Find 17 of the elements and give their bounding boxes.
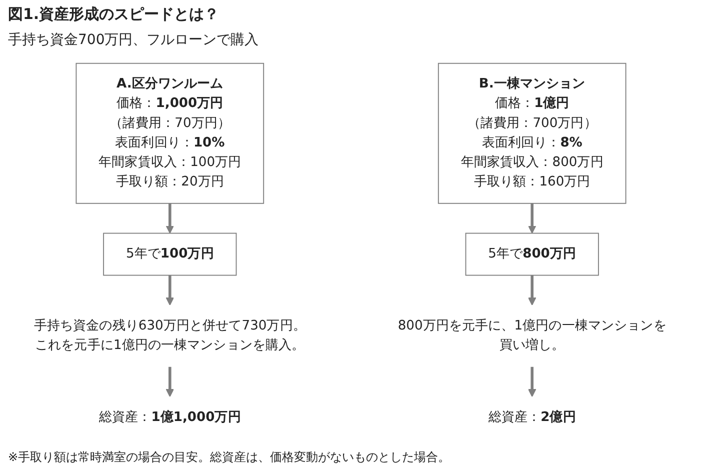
footnote-text: ※手取り額は常時満室の場合の目安。総資産は、価格変動がないものとした場合。 (8, 449, 450, 466)
node-text: 総資産：2億円 (488, 410, 576, 425)
arrow (528, 203, 536, 234)
node-text: 800万円を元手に、1億円の一棟マンションを買い増し。 (398, 318, 666, 353)
arrow (166, 203, 174, 234)
node-box: B.一棟マンション 価格：1億円 （諸費用：700万円） 表面利回り：8% 年間家賃収入：800万円 手取り額：160万円 (438, 62, 626, 204)
arrow (528, 275, 536, 306)
arrow (166, 366, 174, 397)
title-text: 図1.資産形成のスピードとは？ (8, 5, 220, 24)
node-box: A.区分ワンルーム 価格：1,000万円 （諸費用：70万円） 表面利回り：10% 年間家賃収入：100万円 手取り額：20万円 (76, 62, 264, 204)
subtitle-text: 手持ち資金700万円、フルローンで購入 (8, 31, 259, 49)
node-text: 手持ち資金の残り630万円と併せて730万円。これを元手に1億円の一棟マンションを購入。 (34, 318, 306, 353)
arrow (528, 366, 536, 397)
node-box: 5年で800万円 (465, 232, 599, 276)
node-text: 総資産：1億1,000万円 (98, 410, 241, 425)
node-box: 5年で100万円 (103, 232, 237, 276)
arrow (166, 275, 174, 306)
